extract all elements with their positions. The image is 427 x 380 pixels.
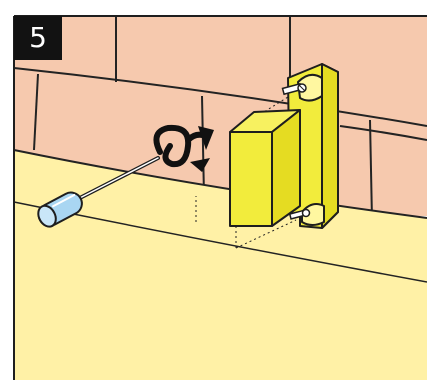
- step-number-badge: 5: [14, 16, 62, 60]
